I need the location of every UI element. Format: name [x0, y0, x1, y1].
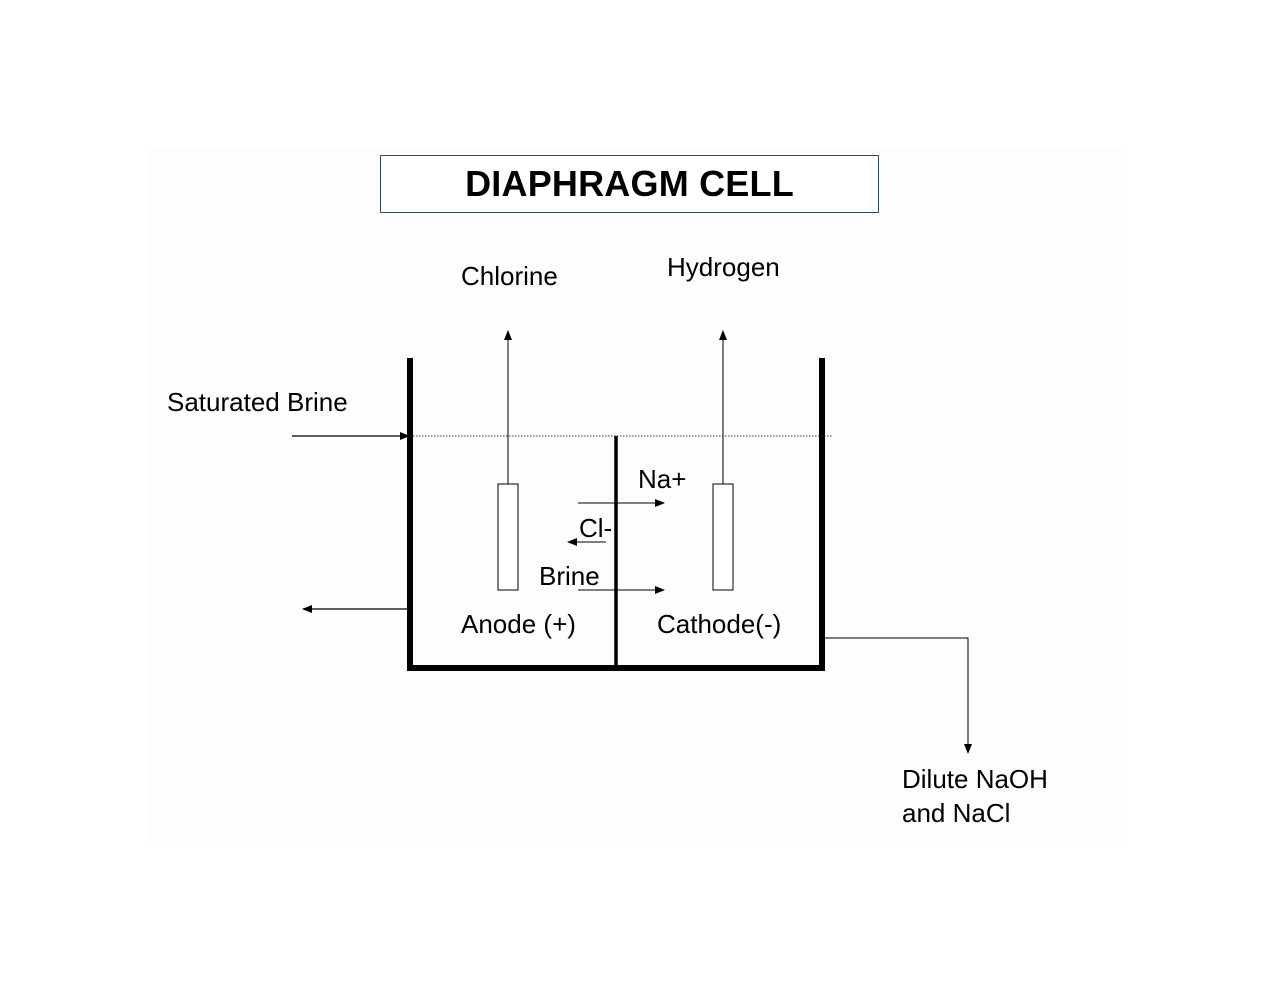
diagram-title: DIAPHRAGM CELL	[465, 163, 794, 204]
saturated-brine-label: Saturated Brine	[167, 387, 348, 417]
na-ion-label: Na+	[638, 464, 687, 494]
hydrogen-label: Hydrogen	[667, 252, 780, 282]
outlet-label-line2: and NaCl	[902, 798, 1011, 828]
anode-electrode	[497, 483, 519, 591]
cathode-label: Cathode(-)	[657, 609, 782, 639]
naoh-outlet-arrow	[825, 637, 972, 754]
brine-label: Brine	[539, 561, 600, 591]
outlet-label-line1: Dilute NaOH	[902, 764, 1048, 794]
cathode-electrode	[712, 483, 734, 591]
title-box: DIAPHRAGM CELL	[380, 155, 879, 213]
slide-background	[148, 148, 1126, 843]
anode-label: Anode (+)	[461, 609, 576, 639]
chlorine-label: Chlorine	[461, 261, 558, 291]
cl-ion-label: Cl-	[579, 513, 613, 543]
